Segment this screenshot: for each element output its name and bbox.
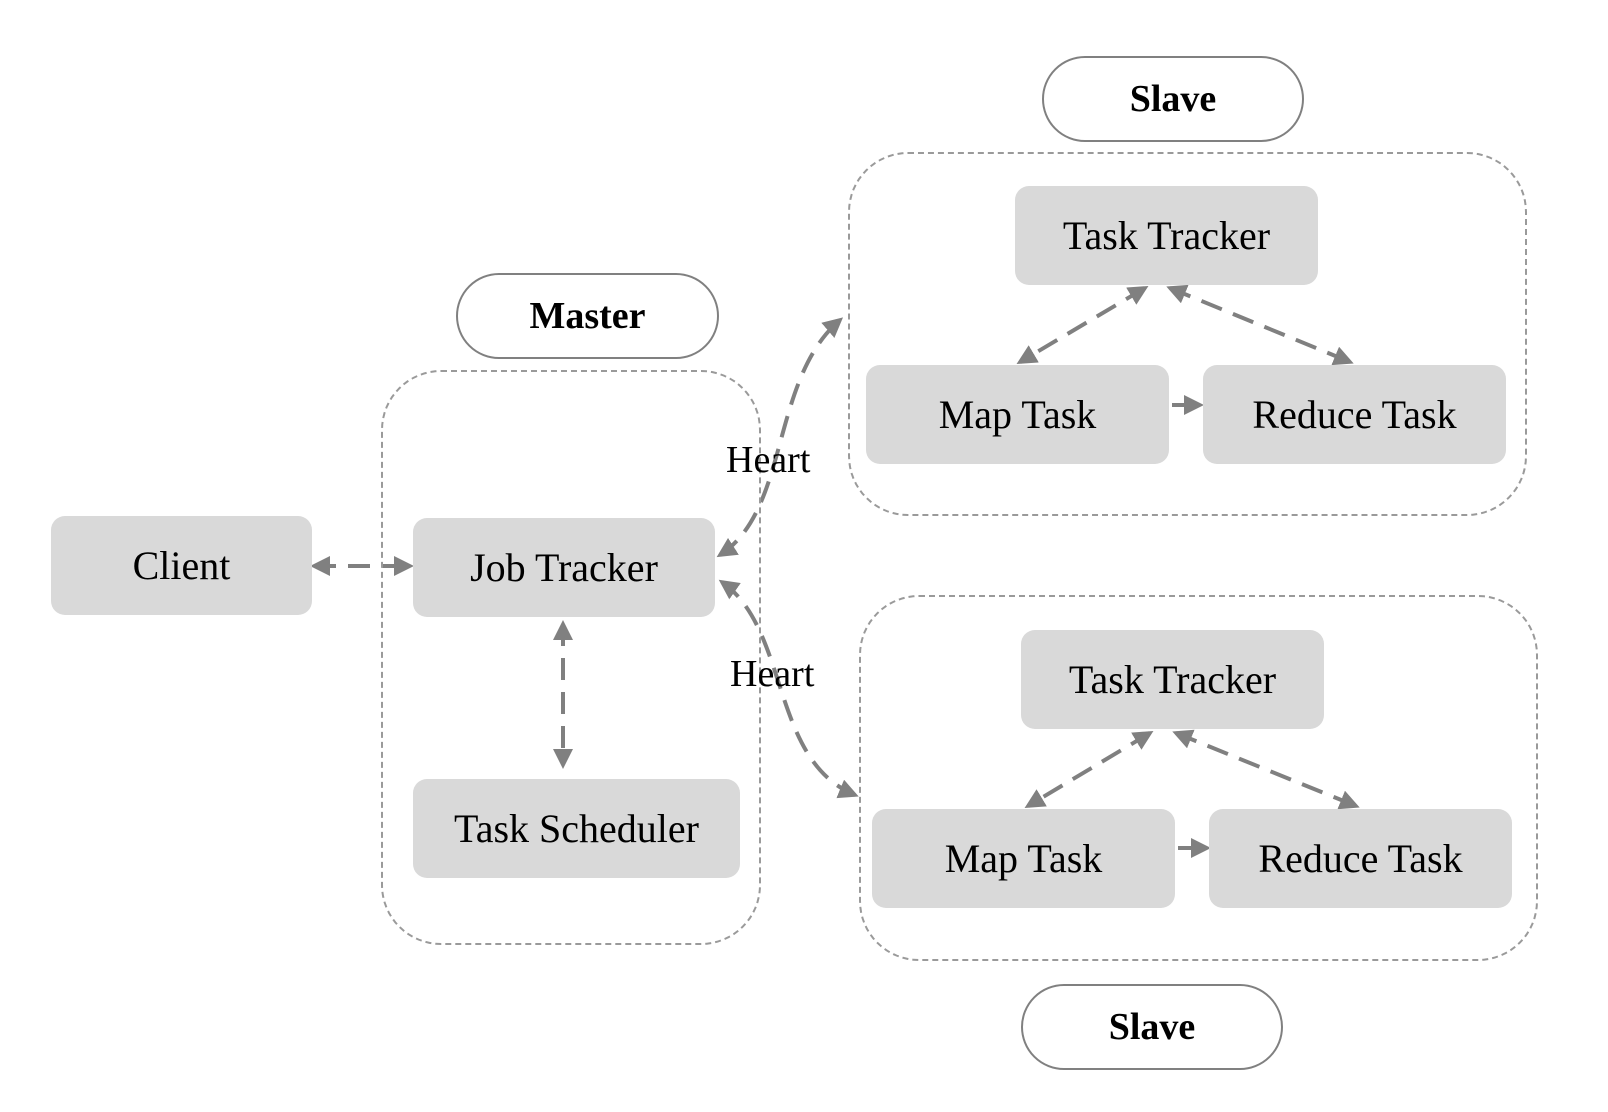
slave-top-group (848, 152, 1527, 516)
slave-top-map-task-node: Map Task (866, 365, 1169, 464)
slave-top-tracker-map-edge (1016, 285, 1149, 365)
master-title: Master (456, 273, 719, 359)
slave-top-reduce-task-node: Reduce Task (1203, 365, 1506, 464)
slave-bottom-reduce-task-node: Reduce Task (1209, 809, 1512, 908)
master-group (381, 370, 761, 945)
slave-bottom-map-task-node: Map Task (872, 809, 1175, 908)
heartbeat-bottom-label: Heart (730, 653, 815, 695)
slave-bottom-tracker-map-edge (1024, 730, 1154, 809)
slave-top-title: Slave (1042, 56, 1304, 142)
task-scheduler-node: Task Scheduler (413, 779, 740, 878)
slave-top-task-tracker-node: Task Tracker (1015, 186, 1318, 285)
heartbeat-bottom-edge (718, 579, 859, 799)
slave-bottom-title: Slave (1021, 984, 1283, 1070)
slave-bottom-group (859, 595, 1538, 961)
job-tracker-node: Job Tracker (413, 518, 715, 617)
client-node: Client (51, 516, 312, 615)
slave-bottom-task-tracker-node: Task Tracker (1021, 630, 1324, 729)
heartbeat-top-label: Heart (726, 439, 811, 481)
